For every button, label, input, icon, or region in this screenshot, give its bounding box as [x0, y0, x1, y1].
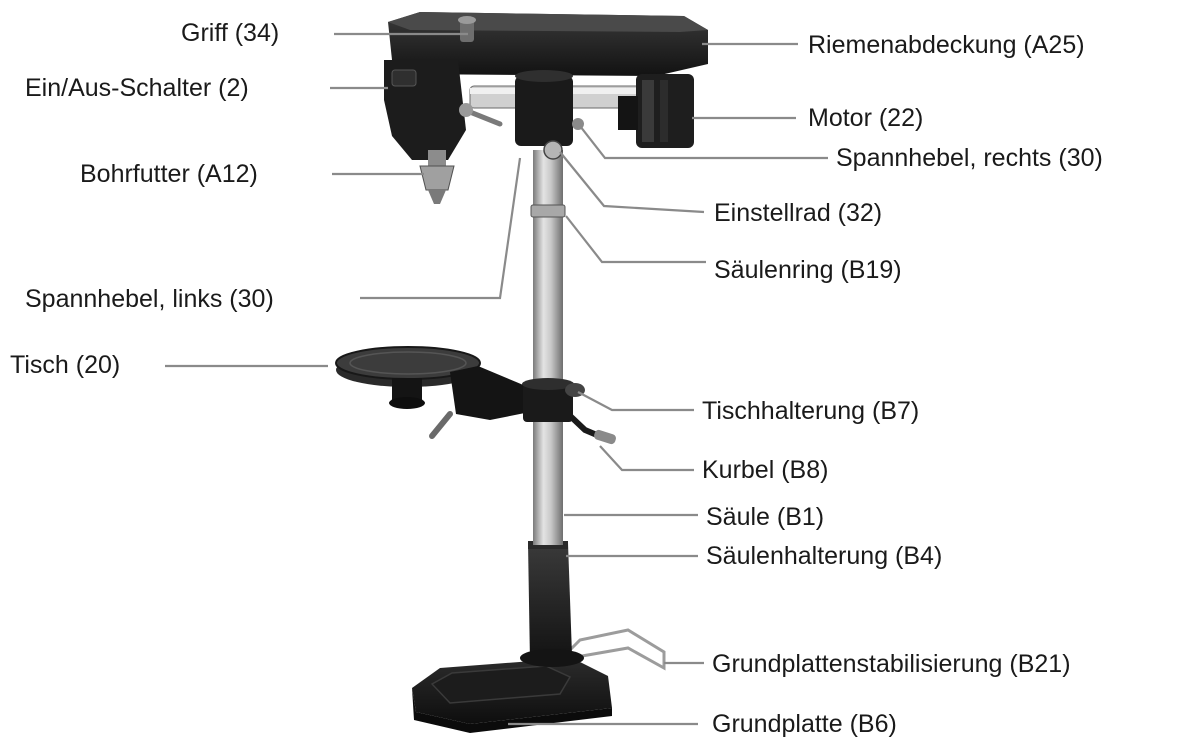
- leader-spannhebel-links: [360, 157, 522, 300]
- label-tischhalterung: Tischhalterung (B7): [702, 397, 920, 425]
- motor: [618, 74, 694, 148]
- label-spannhebel-rechts: Spannhebel, rechts (30): [836, 144, 1103, 172]
- leader-kurbel: [599, 445, 694, 472]
- head: [384, 12, 708, 160]
- chuck: [419, 150, 455, 204]
- label-kurbel: Kurbel (B8): [702, 456, 829, 484]
- label-saeulenring: Säulenring (B19): [714, 256, 902, 284]
- leader-tischhalterung: [577, 391, 694, 412]
- table-bracket: [522, 378, 585, 422]
- leader-spannhebel-rechts: [579, 125, 828, 160]
- crank: [563, 409, 616, 445]
- base-stabilizer-bar: [555, 628, 666, 671]
- label-saeulenhalterung: Säulenhalterung (B4): [706, 542, 943, 570]
- leader-lines: [165, 32, 828, 726]
- leader-einstellrad: [559, 151, 705, 214]
- label-tisch: Tisch (20): [10, 351, 121, 379]
- column: [530, 150, 566, 545]
- label-griff: Griff (34): [181, 19, 280, 47]
- table: [335, 346, 540, 439]
- label-ein-aus-schalter: Ein/Aus-Schalter (2): [25, 74, 249, 102]
- label-saeule: Säule (B1): [706, 503, 825, 531]
- column-mount: [520, 541, 584, 667]
- label-bohrfutter: Bohrfutter (A12): [80, 160, 258, 188]
- label-riemenabdeckung: Riemenabdeckung (A25): [808, 31, 1085, 59]
- base-plate: [412, 658, 612, 733]
- label-spannhebel-links: Spannhebel, links (30): [25, 285, 274, 313]
- leader-saeulenring: [565, 215, 706, 264]
- label-einstellrad: Einstellrad (32): [714, 199, 883, 227]
- motor-arm: [459, 70, 661, 160]
- label-grundplatte: Grundplatte (B6): [712, 710, 897, 738]
- column-ring: [530, 204, 566, 218]
- drill-press-machine: [335, 12, 708, 733]
- label-motor: Motor (22): [808, 104, 924, 132]
- label-grundplattenstabilisierung: Grundplattenstabilisierung (B21): [712, 650, 1071, 678]
